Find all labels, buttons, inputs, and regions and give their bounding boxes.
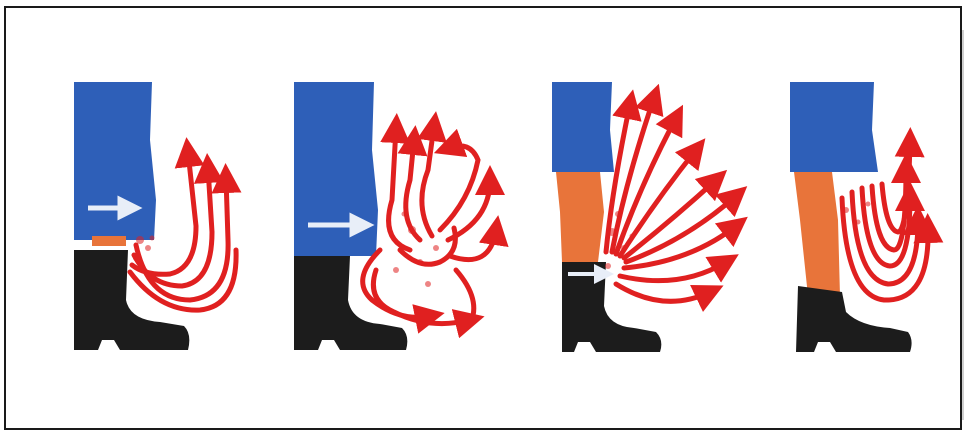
skin-leg bbox=[556, 172, 604, 262]
panel-4 bbox=[790, 82, 928, 352]
boot bbox=[796, 286, 912, 352]
skin-leg bbox=[794, 172, 840, 296]
trouser-leg bbox=[552, 82, 614, 172]
panel-3 bbox=[552, 82, 736, 352]
panel-1 bbox=[74, 82, 236, 350]
boot bbox=[294, 256, 407, 350]
airflow-lines bbox=[363, 126, 496, 324]
airflow-lines bbox=[606, 98, 736, 301]
trouser-leg bbox=[74, 82, 156, 240]
trouser-leg bbox=[790, 82, 878, 172]
trouser-leg bbox=[294, 82, 378, 256]
skin-gap bbox=[92, 236, 126, 246]
panel-2 bbox=[294, 82, 496, 350]
